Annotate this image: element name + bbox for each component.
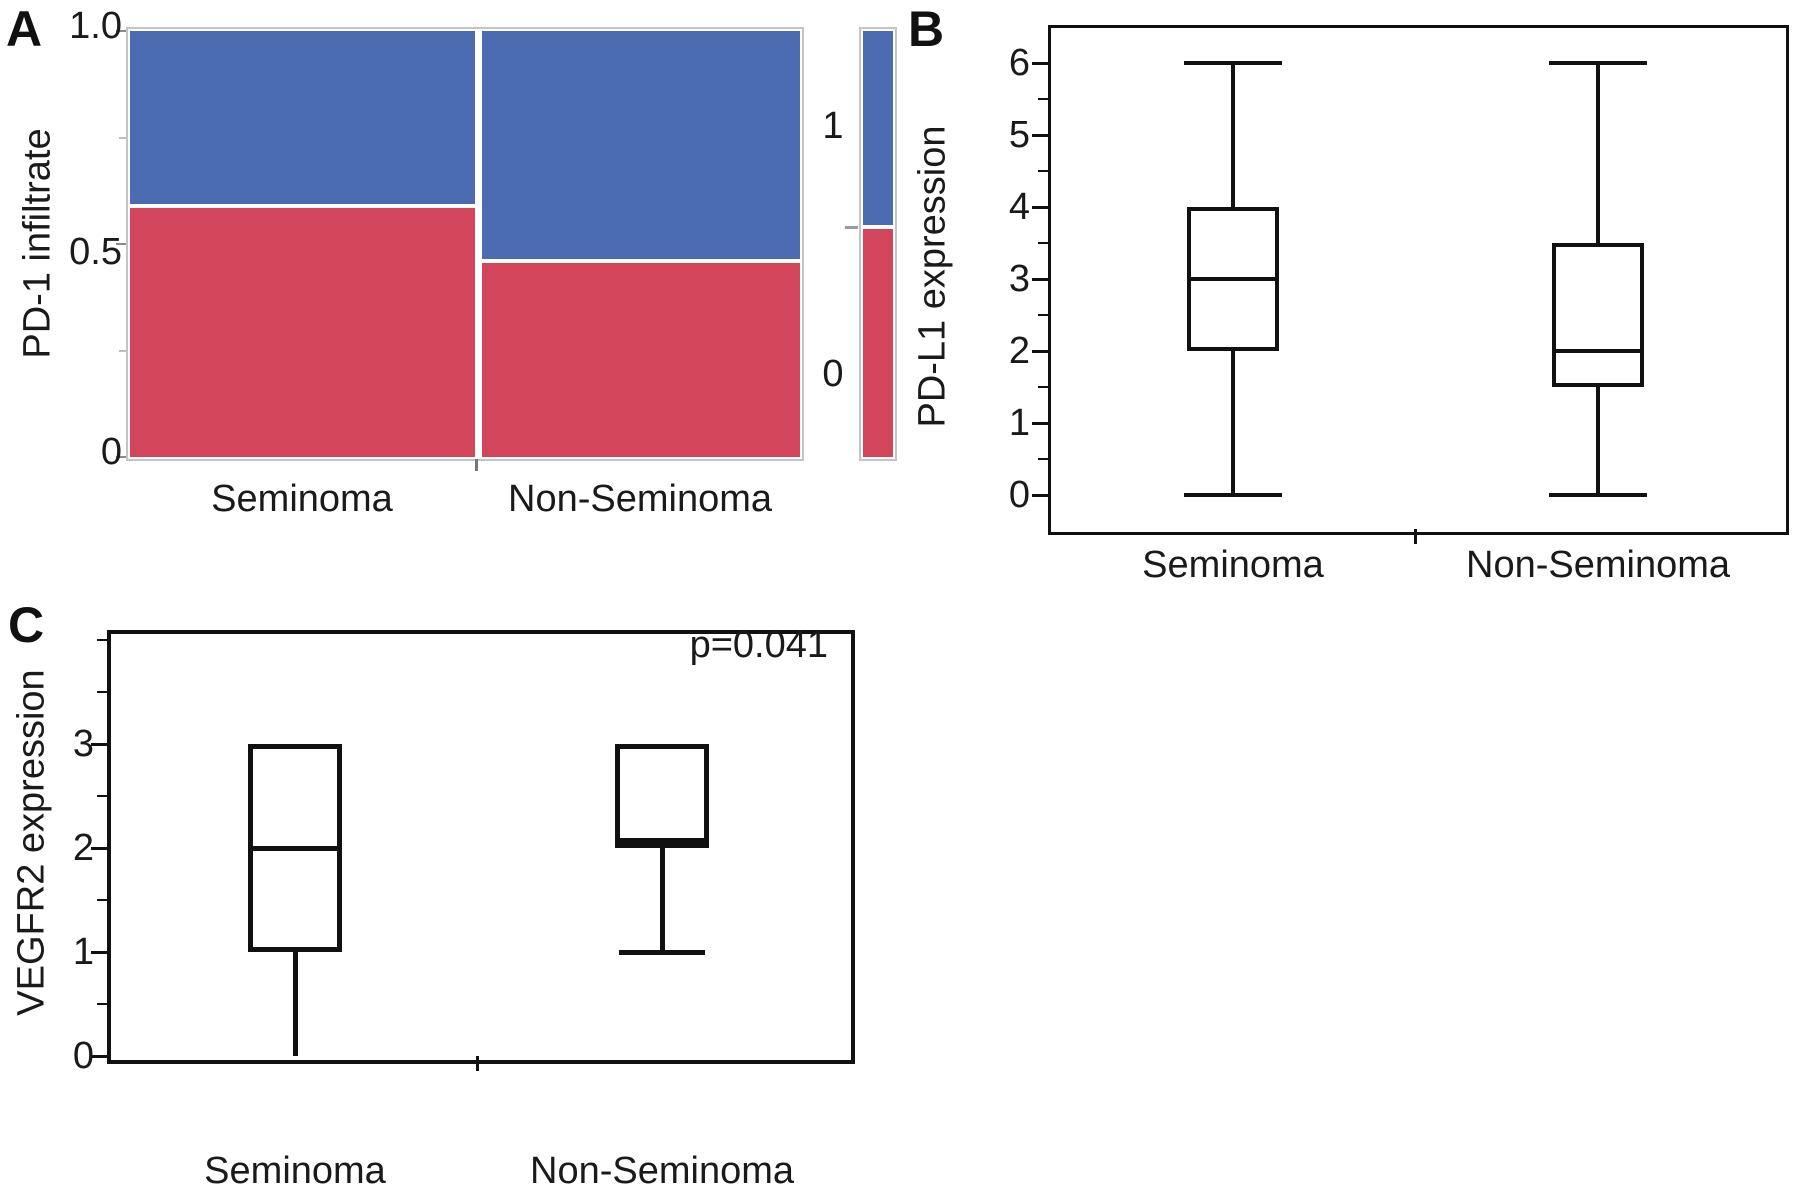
ytick: [1032, 61, 1048, 65]
panel-a-ytick-label: 1.0: [69, 5, 122, 47]
box-non-seminoma-median-line: [1552, 349, 1644, 353]
box-seminoma-upper-cap: [1184, 61, 1282, 65]
box-non-seminoma-lower-cap: [1549, 493, 1647, 497]
ytick: [91, 846, 107, 850]
ytick-minor: [1038, 458, 1048, 460]
panel-c-p-value-annotation: p=0.041: [689, 624, 828, 666]
ytick: [1032, 493, 1048, 497]
ytick-minor: [1038, 242, 1048, 244]
panel-b-y-axis-label: PD-L1 expression: [911, 125, 954, 428]
mosaic-legend-divider-tick: [845, 226, 858, 229]
panel-c-category-label-seminoma: Seminoma: [204, 1150, 386, 1192]
box-seminoma-upper-whisker: [1231, 63, 1235, 207]
panel-b-frame: [1048, 25, 1789, 535]
xtick: [1413, 529, 1417, 544]
ytick-label: 0: [72, 1035, 94, 1077]
ytick-minor: [97, 639, 107, 641]
panel-b-category-label-seminoma: Seminoma: [1142, 544, 1324, 586]
ytick-label: 1: [1008, 402, 1030, 444]
panel-b-category-label-non-seminoma: Non-Seminoma: [1466, 544, 1730, 586]
mosaic-cell-non-seminoma-pd1-1: [482, 31, 800, 259]
panel-a-legend-label-1: 1: [822, 105, 844, 147]
ytick-label: 2: [1008, 330, 1030, 372]
panel-c-letter: C: [8, 597, 45, 653]
ytick: [91, 742, 107, 746]
panel-a-legend-label-0: 0: [822, 353, 844, 395]
ytick-label: 3: [1008, 258, 1030, 300]
box-seminoma-lower-whisker: [1231, 351, 1235, 495]
ytick: [91, 950, 107, 954]
ytick-label: 4: [1008, 186, 1030, 228]
panel-c-category-label-non-seminoma: Non-Seminoma: [530, 1150, 794, 1192]
mosaic-legend-swatch-1: [863, 31, 893, 225]
box-seminoma-median-line: [1187, 277, 1279, 281]
ytick: [91, 1054, 107, 1058]
panel-a-category-label-seminoma: Seminoma: [211, 478, 393, 520]
panel-a-ytick-minor: [119, 136, 126, 139]
mosaic-legend-swatch-0: [863, 229, 893, 457]
ytick: [1032, 133, 1048, 137]
ytick-label: 2: [72, 827, 94, 869]
panel-a-letter: A: [6, 1, 43, 57]
panel-c-y-axis-label: VEGFR2 expression: [10, 669, 53, 1016]
panel-a-ytick-minor: [119, 349, 126, 352]
box-non-seminoma-iqr-box: [1552, 243, 1644, 387]
ytick: [1032, 277, 1048, 281]
panel-a-xtick: [475, 459, 478, 471]
xtick: [475, 1056, 479, 1071]
box-seminoma-lower-whisker: [292, 952, 298, 1056]
ytick-minor: [97, 691, 107, 693]
ytick-minor: [1038, 314, 1048, 316]
ytick-minor: [97, 1003, 107, 1005]
ytick-minor: [1038, 98, 1048, 100]
ytick-minor: [1038, 386, 1048, 388]
panel-a-ytick: [116, 30, 126, 32]
panel-a-ytick-label: 0.5: [69, 231, 122, 273]
box-non-seminoma-lower-cap: [619, 949, 705, 955]
box-non-seminoma-lower-whisker: [1596, 387, 1600, 495]
ytick-label: 1: [72, 931, 94, 973]
box-seminoma-lower-cap: [1184, 493, 1282, 497]
ytick-label: 0: [1008, 474, 1030, 516]
panel-a-ytick-label: 0: [100, 431, 122, 473]
ytick-label: 6: [1008, 42, 1030, 84]
ytick: [1032, 421, 1048, 425]
box-seminoma-median-line: [248, 845, 342, 851]
panel-c-frame: [107, 630, 855, 1064]
ytick-minor: [97, 899, 107, 901]
mosaic-cell-non-seminoma-pd1-0: [482, 263, 800, 457]
ytick: [1032, 205, 1048, 209]
box-non-seminoma-upper-whisker: [1596, 63, 1600, 243]
panel-a-ytick: [116, 243, 126, 245]
ytick-label: 3: [72, 723, 94, 765]
box-non-seminoma-upper-cap: [1549, 61, 1647, 65]
ytick-minor: [97, 795, 107, 797]
box-non-seminoma-lower-whisker: [659, 848, 665, 952]
panel-a-ytick: [116, 456, 126, 458]
mosaic-cell-seminoma-pd1-0: [130, 208, 475, 457]
ytick-label: 5: [1008, 114, 1030, 156]
mosaic-cell-seminoma-pd1-1: [130, 31, 475, 204]
panel-a-category-label-non-seminoma: Non-Seminoma: [508, 478, 772, 520]
panel-b-letter: B: [908, 1, 945, 57]
ytick-minor: [1038, 170, 1048, 172]
ytick: [1032, 349, 1048, 353]
box-non-seminoma-iqr-box: [615, 744, 709, 848]
